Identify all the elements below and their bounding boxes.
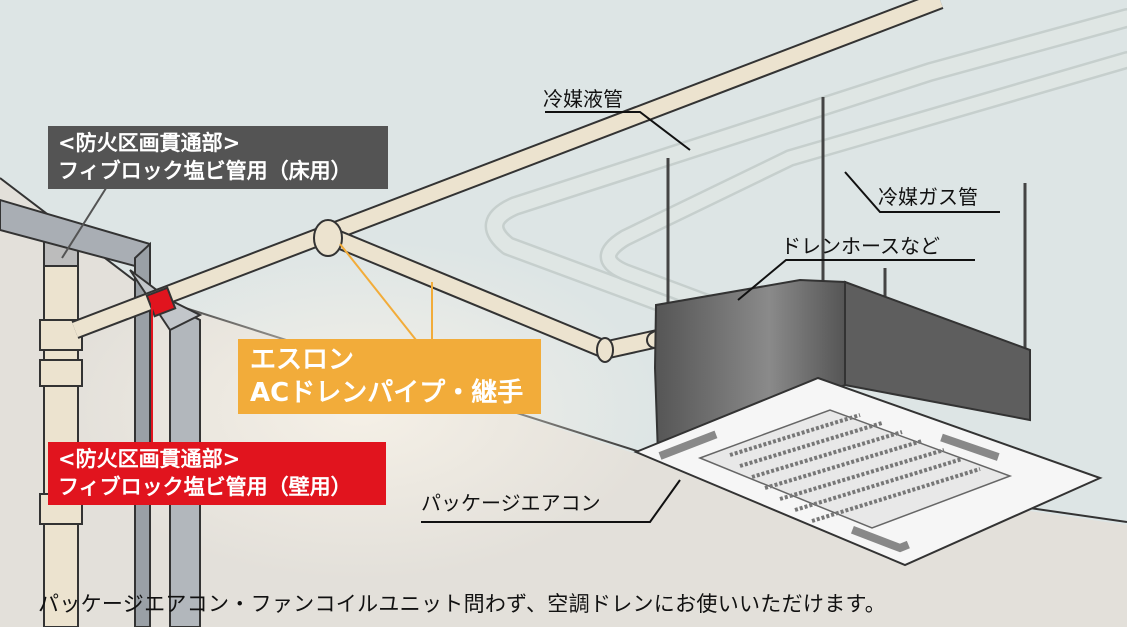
ac-grille-panel [633, 376, 1103, 567]
eslon-label-line2: ACドレンパイプ・継手 [250, 377, 524, 408]
drain-hose-callout: ドレンホースなど [781, 234, 940, 258]
vertical-drain-pipe [39, 237, 83, 627]
eslon-leaders [339, 243, 433, 346]
hanger-rods [666, 97, 1027, 350]
wall-label-line1: <防火区画貫通部> [58, 447, 241, 471]
main-drain-pipe [71, 0, 944, 363]
floor-label-line2: フィブロック塩ビ管用（床用） [58, 158, 352, 183]
elbow-fitting [596, 337, 614, 363]
pac-leader [421, 479, 681, 523]
gas-leader [844, 171, 1000, 213]
floor-fire-leader [61, 184, 109, 259]
wall-label-line2: フィブロック塩ビ管用（壁用） [58, 474, 352, 499]
floor-label-line1: <防火区画貫通部> [58, 131, 241, 155]
wall-fire-penetration-label: <防火区画貫通部> フィブロック塩ビ管用（壁用） [48, 442, 386, 506]
package-ac-callout: パッケージエアコン [421, 491, 601, 515]
ac-unit-body [653, 278, 1031, 457]
liquid-leader [545, 111, 691, 151]
tee-fitting [313, 219, 343, 257]
refrigerant-gas-callout: 冷媒ガス管 [878, 185, 978, 209]
drain-leader [737, 259, 975, 301]
callout-leaders [421, 111, 1000, 523]
refrigerant-liquid-callout: 冷媒液管 [543, 87, 623, 111]
floor-fire-penetration-label: <防火区画貫通部> フィブロック塩ビ管用（床用） [48, 126, 388, 190]
eslon-product-label: エスロン ACドレンパイプ・継手 [238, 339, 541, 414]
fire-block-collar [145, 286, 177, 318]
refrigerant-pipes [484, 8, 1127, 340]
eslon-label-line1: エスロン [250, 345, 355, 375]
caption-text: パッケージエアコン・ファンコイルユニット問わず、空調ドレンにお使いいただけます。 [38, 592, 887, 616]
